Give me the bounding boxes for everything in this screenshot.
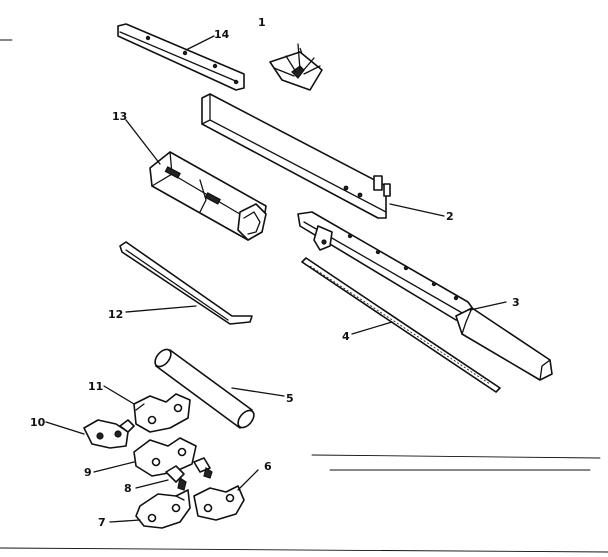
callout-4: 4	[342, 330, 350, 343]
part-4-blade-strip	[301, 257, 501, 393]
callout-10: 10	[30, 416, 46, 429]
callout-6: 6	[264, 460, 272, 473]
part-10-rivet-link	[83, 419, 135, 449]
callout-12: 12	[108, 308, 123, 321]
leader-lines	[45, 35, 507, 523]
callout-labels: 14 1 13 2 3 4 12 5 11 10 9 8 6 7	[30, 16, 520, 529]
scan-edge-lines	[0, 39, 608, 553]
part-9-side-link	[133, 437, 197, 477]
part-12-flat-spring	[119, 241, 253, 325]
callout-5: 5	[286, 392, 294, 405]
callout-13: 13	[112, 110, 127, 123]
part-2-bar-housing	[201, 93, 391, 219]
part-11-link-plate	[133, 393, 191, 433]
callout-14: 14	[214, 28, 230, 41]
part-1-hardware	[269, 43, 323, 91]
callout-1: 1	[258, 16, 266, 29]
callout-9: 9	[84, 466, 92, 479]
part-5-rod	[154, 348, 255, 429]
part-3-cutter-bar	[297, 211, 553, 381]
callout-3: 3	[512, 296, 520, 309]
callout-11: 11	[88, 380, 103, 393]
part-14-rail	[117, 23, 245, 91]
callout-8: 8	[124, 482, 132, 495]
part-13-hex-tube	[149, 151, 267, 241]
part-6-drive-link	[193, 485, 245, 521]
callout-7: 7	[98, 516, 106, 529]
callout-2: 2	[446, 210, 454, 223]
part-7-cutter-link	[135, 489, 191, 529]
part-8-rivets	[165, 457, 213, 491]
